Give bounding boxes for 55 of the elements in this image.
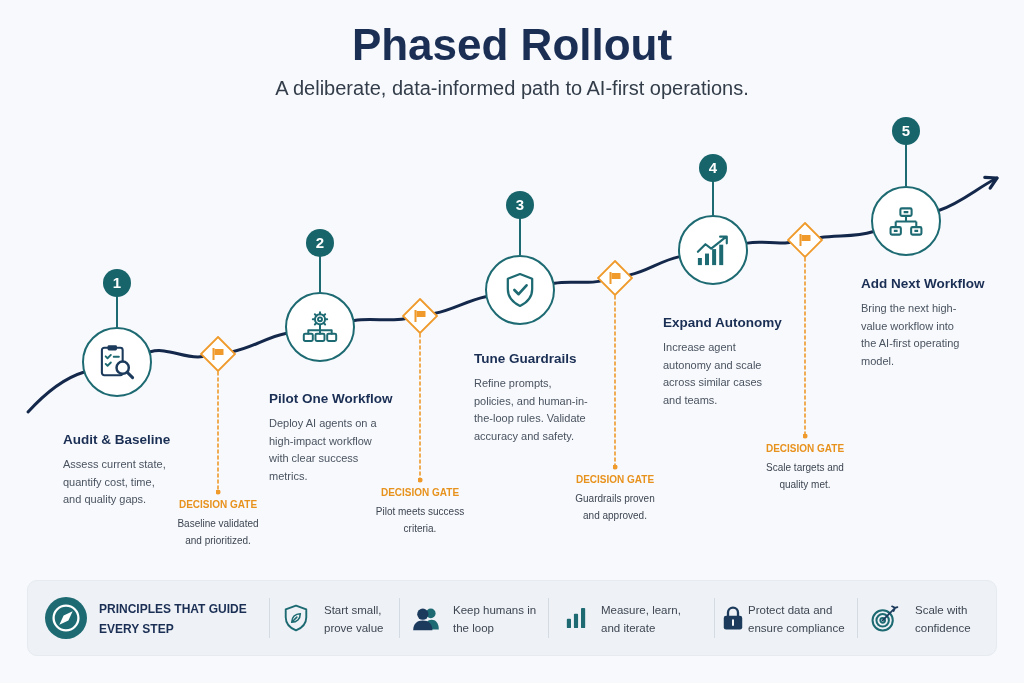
gate-label: DECISION GATE xyxy=(765,442,845,456)
leader-line xyxy=(612,295,618,470)
timeline-curve xyxy=(433,295,488,315)
principles-panel xyxy=(27,580,997,656)
timeline-curve xyxy=(231,332,288,353)
principle-text: Scale with confidence xyxy=(915,603,972,636)
principles-heading: PRINCIPLES THAT GUIDE EVERY STEP xyxy=(99,601,248,638)
step-number: 4 xyxy=(699,154,727,182)
step-description: Assess current state, quantify cost, time, and quality gaps. xyxy=(63,457,167,508)
decision-diamond xyxy=(787,222,823,258)
timeline-curve xyxy=(819,230,875,240)
step-number: 5 xyxy=(892,117,920,145)
title: Phased Rollout xyxy=(351,19,673,71)
gate-description: Scale targets and quality met. xyxy=(765,461,845,492)
leader-line xyxy=(215,371,221,495)
connector-line xyxy=(519,218,521,256)
step-heading: Expand Autonomy xyxy=(663,315,782,331)
step-number: 1 xyxy=(103,269,131,297)
gate-label: DECISION GATE xyxy=(178,498,258,512)
principle-text: Keep humans in the loop xyxy=(453,603,538,636)
principle-text: Start small, prove value xyxy=(324,603,385,636)
timeline-curve xyxy=(745,240,791,245)
connector-line xyxy=(905,144,907,187)
decision-diamond xyxy=(200,336,236,372)
connector-line xyxy=(712,181,714,216)
timeline-curve xyxy=(26,370,85,414)
leader-line xyxy=(802,257,808,439)
step-number: 3 xyxy=(506,191,534,219)
gate-description: Baseline validated and prioritized. xyxy=(176,517,260,548)
gate-label: DECISION GATE xyxy=(575,473,655,487)
step-heading: Tune Guardrails xyxy=(474,351,577,367)
gate-description: Pilot meets success criteria. xyxy=(374,505,466,536)
decision-diamond xyxy=(402,298,438,334)
step-description: Bring the next high-value workflow into the AI-first operating model. xyxy=(861,301,961,369)
principle-text: Protect data and ensure compliance xyxy=(748,603,846,636)
timeline-curve xyxy=(628,255,681,277)
gate-label: DECISION GATE xyxy=(380,486,460,500)
timeline-curve xyxy=(149,349,205,359)
timeline-curve xyxy=(352,317,407,322)
step-heading: Pilot One Workflow xyxy=(269,391,393,407)
step-heading: Add Next Workflow xyxy=(861,276,985,292)
subtitle: A deliberate, data-informed path to AI-first operations. xyxy=(275,76,749,100)
step-description: Deploy AI agents on a high-impact workflow with clear success metrics. xyxy=(269,416,378,484)
connector-line xyxy=(319,256,321,293)
gate-description: Guardrails proven and approved. xyxy=(574,492,656,523)
step-description: Increase agent autonomy and scale across similar cases and teams. xyxy=(663,340,764,408)
connector-line xyxy=(116,296,118,328)
decision-diamond xyxy=(597,260,633,296)
step-description: Refine prompts, policies, and human-in-the-loop rules. Validate accuracy and safety. xyxy=(474,376,589,444)
principle-text: Measure, learn, and iterate xyxy=(601,603,682,636)
timeline-arrow xyxy=(937,176,999,212)
step-number: 2 xyxy=(306,229,334,257)
timeline-curve xyxy=(552,279,602,285)
step-heading: Audit & Baseline xyxy=(63,432,171,448)
leader-line xyxy=(417,333,423,483)
